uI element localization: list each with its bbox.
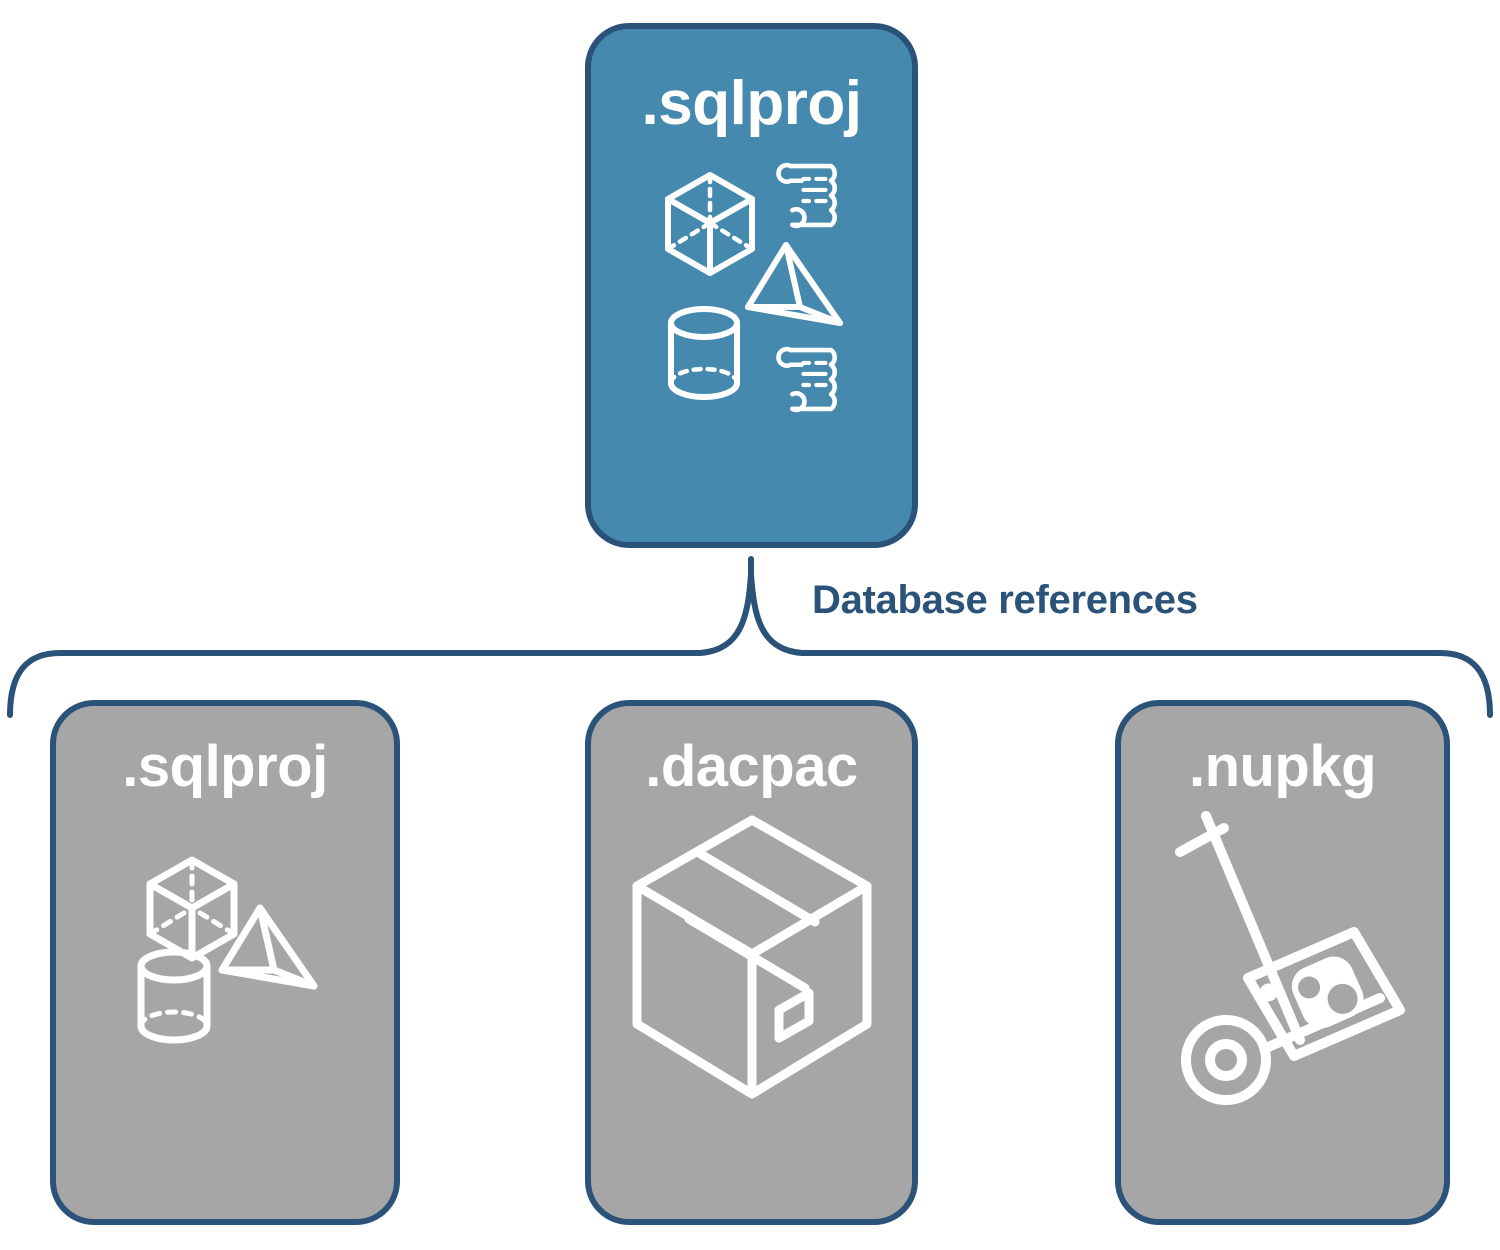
cylinder-icon bbox=[137, 948, 211, 1044]
hand-truck-icon bbox=[1174, 811, 1385, 1105]
package-box-icon bbox=[632, 815, 871, 1099]
pyramid-icon bbox=[218, 904, 318, 990]
node-sqlproj-root[interactable]: .sqlproj bbox=[585, 23, 918, 548]
node-nupkg-reference[interactable]: .nupkg bbox=[1115, 700, 1450, 1225]
node-sqlproj-reference[interactable]: .sqlproj bbox=[50, 700, 400, 1225]
nuget-package-icon bbox=[1242, 927, 1405, 1061]
sql-project-objects-icon bbox=[137, 856, 318, 1044]
scroll-icon bbox=[775, 346, 837, 413]
scroll-icon bbox=[775, 162, 837, 229]
cylinder-icon bbox=[667, 306, 740, 400]
connector-brace-right bbox=[748, 572, 1443, 656]
connector-label: Database references bbox=[812, 578, 1198, 622]
sql-project-objects-icon bbox=[664, 162, 843, 413]
connector-hook-right bbox=[1437, 650, 1493, 718]
node-dacpac-reference[interactable]: .dacpac bbox=[585, 700, 918, 1225]
cube-icon bbox=[664, 172, 755, 276]
hand-truck-package-icon bbox=[1174, 811, 1405, 1105]
node-title: .sqlproj bbox=[641, 69, 862, 138]
connector-hook-left bbox=[7, 650, 63, 718]
cube-icon bbox=[146, 856, 238, 962]
pyramid-icon bbox=[744, 242, 843, 326]
node-title: .nupkg bbox=[1188, 734, 1377, 799]
node-title: .dacpac bbox=[645, 734, 858, 799]
node-title: .sqlproj bbox=[122, 734, 328, 799]
database-references-connector bbox=[7, 556, 1493, 718]
shipping-box-icon bbox=[632, 815, 871, 1099]
connector-brace-left bbox=[57, 572, 754, 656]
